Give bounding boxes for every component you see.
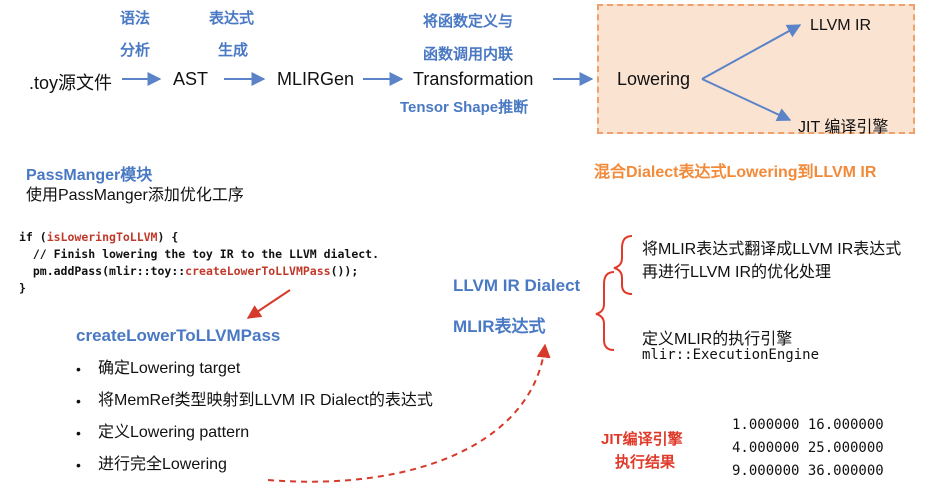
note2-line2: mlir::ExecutionEngine bbox=[642, 347, 820, 363]
dialect-label-2: MLIR表达式 bbox=[453, 317, 546, 336]
code-text: if ( bbox=[19, 230, 47, 244]
node-toy-source: .toy源文件 bbox=[29, 73, 113, 93]
brace-note1 bbox=[613, 235, 633, 295]
result-row: 1.000000 16.000000 bbox=[732, 417, 884, 433]
dialect-label-1: LLVM IR Dialect bbox=[453, 276, 581, 295]
passmanager-title: PassManger模块 bbox=[26, 167, 153, 184]
stage1-label-line2: 分析 bbox=[120, 42, 151, 59]
node-ast: AST bbox=[173, 69, 209, 89]
stage3-sub: Tensor Shape推断 bbox=[400, 99, 529, 116]
bullet-item: 定义Lowering pattern bbox=[76, 419, 433, 451]
passmanager-desc: 使用PassManger添加优化工序 bbox=[26, 187, 244, 204]
output-jit-engine: JIT 编译引擎 bbox=[798, 119, 889, 136]
jit-results: 1.000000 16.000000 4.000000 25.000000 9.… bbox=[732, 414, 884, 483]
create-pass-bullets: 确定Lowering target 将MemRef类型映射到LLVM IR Di… bbox=[76, 355, 433, 483]
code-line-2: // Finish lowering the toy IR to the LLV… bbox=[19, 247, 380, 261]
code-fn-createLowerToLLVMPass: createLowerToLLVMPass bbox=[185, 264, 331, 278]
jit-label-line2: 执行结果 bbox=[615, 454, 676, 471]
arrow-code-to-pass bbox=[246, 289, 291, 319]
code-text: pm.addPass(mlir::toy:: bbox=[19, 264, 186, 278]
arrow-lowering-jit bbox=[701, 78, 792, 122]
stage3-label-line1: 将函数定义与 bbox=[423, 13, 514, 30]
code-line-4: } bbox=[19, 281, 26, 295]
dashed-curve-to-dialect bbox=[267, 343, 551, 483]
result-row: 9.000000 36.000000 bbox=[732, 463, 884, 479]
code-fn-isLoweringToLLVM: isLoweringToLLVM bbox=[46, 230, 158, 244]
brace-dialect bbox=[595, 271, 615, 351]
stage2-label-line1: 表达式 bbox=[209, 10, 255, 27]
bullet-item: 将MemRef类型映射到LLVM IR Dialect的表达式 bbox=[76, 387, 433, 419]
code-line-1: if (isLoweringToLLVM) { bbox=[19, 230, 178, 244]
arrow-lowering-llvmir bbox=[701, 24, 802, 80]
note1-line1: 将MLIR表达式翻译成LLVM IR表达式 bbox=[642, 241, 902, 258]
code-text: ) { bbox=[157, 230, 179, 244]
code-line-3: pm.addPass(mlir::toy::createLowerToLLVMP… bbox=[19, 264, 358, 278]
note1-line2: 再进行LLVM IR的优化处理 bbox=[642, 264, 832, 281]
result-row: 4.000000 25.000000 bbox=[732, 440, 884, 456]
node-transformation: Transformation bbox=[413, 69, 534, 89]
note2-line1: 定义MLIR的执行引擎 bbox=[642, 331, 793, 348]
jit-label-line1: JIT编译引擎 bbox=[601, 431, 683, 448]
lowering-note: 混合Dialect表达式Lowering到LLVM IR bbox=[594, 164, 877, 181]
bullet-item: 确定Lowering target bbox=[76, 355, 433, 387]
node-lowering: Lowering bbox=[617, 69, 691, 89]
node-mlirgen: MLIRGen bbox=[277, 69, 355, 89]
bullet-item: 进行完全Lowering bbox=[76, 451, 433, 483]
stage1-label-line1: 语法 bbox=[120, 10, 151, 27]
stage3-label-line2: 函数调用内联 bbox=[423, 46, 514, 63]
code-text: ()); bbox=[330, 264, 359, 278]
create-pass-title: createLowerToLLVMPass bbox=[76, 326, 281, 345]
stage2-label-line2: 生成 bbox=[218, 42, 249, 59]
output-llvm-ir: LLVM IR bbox=[810, 17, 872, 34]
lowering-box bbox=[597, 4, 915, 134]
